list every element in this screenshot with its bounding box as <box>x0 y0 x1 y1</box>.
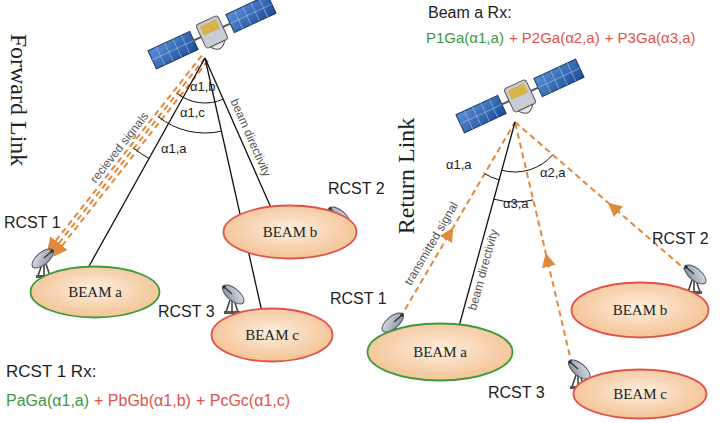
beam-footprint: BEAM a <box>29 265 161 319</box>
angle-arc <box>134 148 149 158</box>
transmitted-signal-line <box>452 122 515 230</box>
equation-term: + P3Ga(α3,a) <box>605 29 696 46</box>
beam-label: BEAM c <box>613 386 667 403</box>
satellite-icon <box>147 0 280 77</box>
equation-term: + PcGc(α1,c) <box>196 392 290 410</box>
equation-term: + P2Ga(α2,a) <box>509 29 600 46</box>
angle-label: α2,a <box>540 166 566 181</box>
transmitted-signal-line <box>546 256 572 365</box>
terminal-label: RCST 3 <box>158 303 215 321</box>
terminal-label: RCST 2 <box>328 180 385 198</box>
signal-label: beam directivity <box>466 228 501 312</box>
transmitted-signal-line <box>515 122 546 256</box>
beam-directivity-line <box>458 122 515 330</box>
received-signal-line <box>52 58 205 252</box>
beam-footprint: BEAM c <box>210 307 334 363</box>
received-signal-line <box>55 60 208 254</box>
satellite-icon <box>455 56 588 140</box>
beam-label: BEAM c <box>245 327 299 344</box>
terminal-label: RCST 1 <box>4 214 61 232</box>
angle-label: α1,a <box>446 158 472 173</box>
terminal-label: RCST 3 <box>488 384 545 402</box>
equation-term: + PbGb(α1,b) <box>94 392 191 410</box>
beam-footprint: BEAM c <box>572 368 708 420</box>
received-signal-line <box>49 56 202 250</box>
link-title: Return Link <box>393 118 421 235</box>
signal-label: beam directivity <box>227 97 273 179</box>
beam-label: BEAM b <box>263 224 318 241</box>
equation-heading: Beam a Rx: <box>428 4 512 22</box>
beam-label: BEAM a <box>413 344 467 361</box>
terminal-label: RCST 1 <box>330 290 387 308</box>
angle-arc <box>485 174 500 180</box>
angle-arc <box>177 93 223 103</box>
beam-directivity-line <box>205 58 262 312</box>
transmitted-signal-line <box>515 122 610 205</box>
angle-label: α1,c <box>180 106 205 121</box>
beam-label: BEAM b <box>613 302 668 319</box>
angle-label: α3,a <box>503 197 529 212</box>
beam-directivity-line <box>88 58 205 268</box>
beam-footprint: BEAM b <box>570 281 710 339</box>
angle-label: α1,b <box>190 80 216 95</box>
beam-footprint: BEAM b <box>222 204 358 260</box>
angle-label: α1,a <box>161 142 187 157</box>
terminal-label: RCST 2 <box>652 230 709 248</box>
equation-term: P1Ga(α1,a) <box>426 29 504 46</box>
equation-term: PaGa(α1,a) <box>6 392 89 410</box>
equation-heading: RCST 1 Rx: <box>6 362 96 382</box>
beam-footprint: BEAM a <box>366 322 514 382</box>
signal-label: recieved signals <box>88 110 152 186</box>
beam-label: BEAM a <box>68 284 122 301</box>
dish-antenna-icon <box>219 282 247 314</box>
link-title: Forward Link <box>4 34 32 167</box>
